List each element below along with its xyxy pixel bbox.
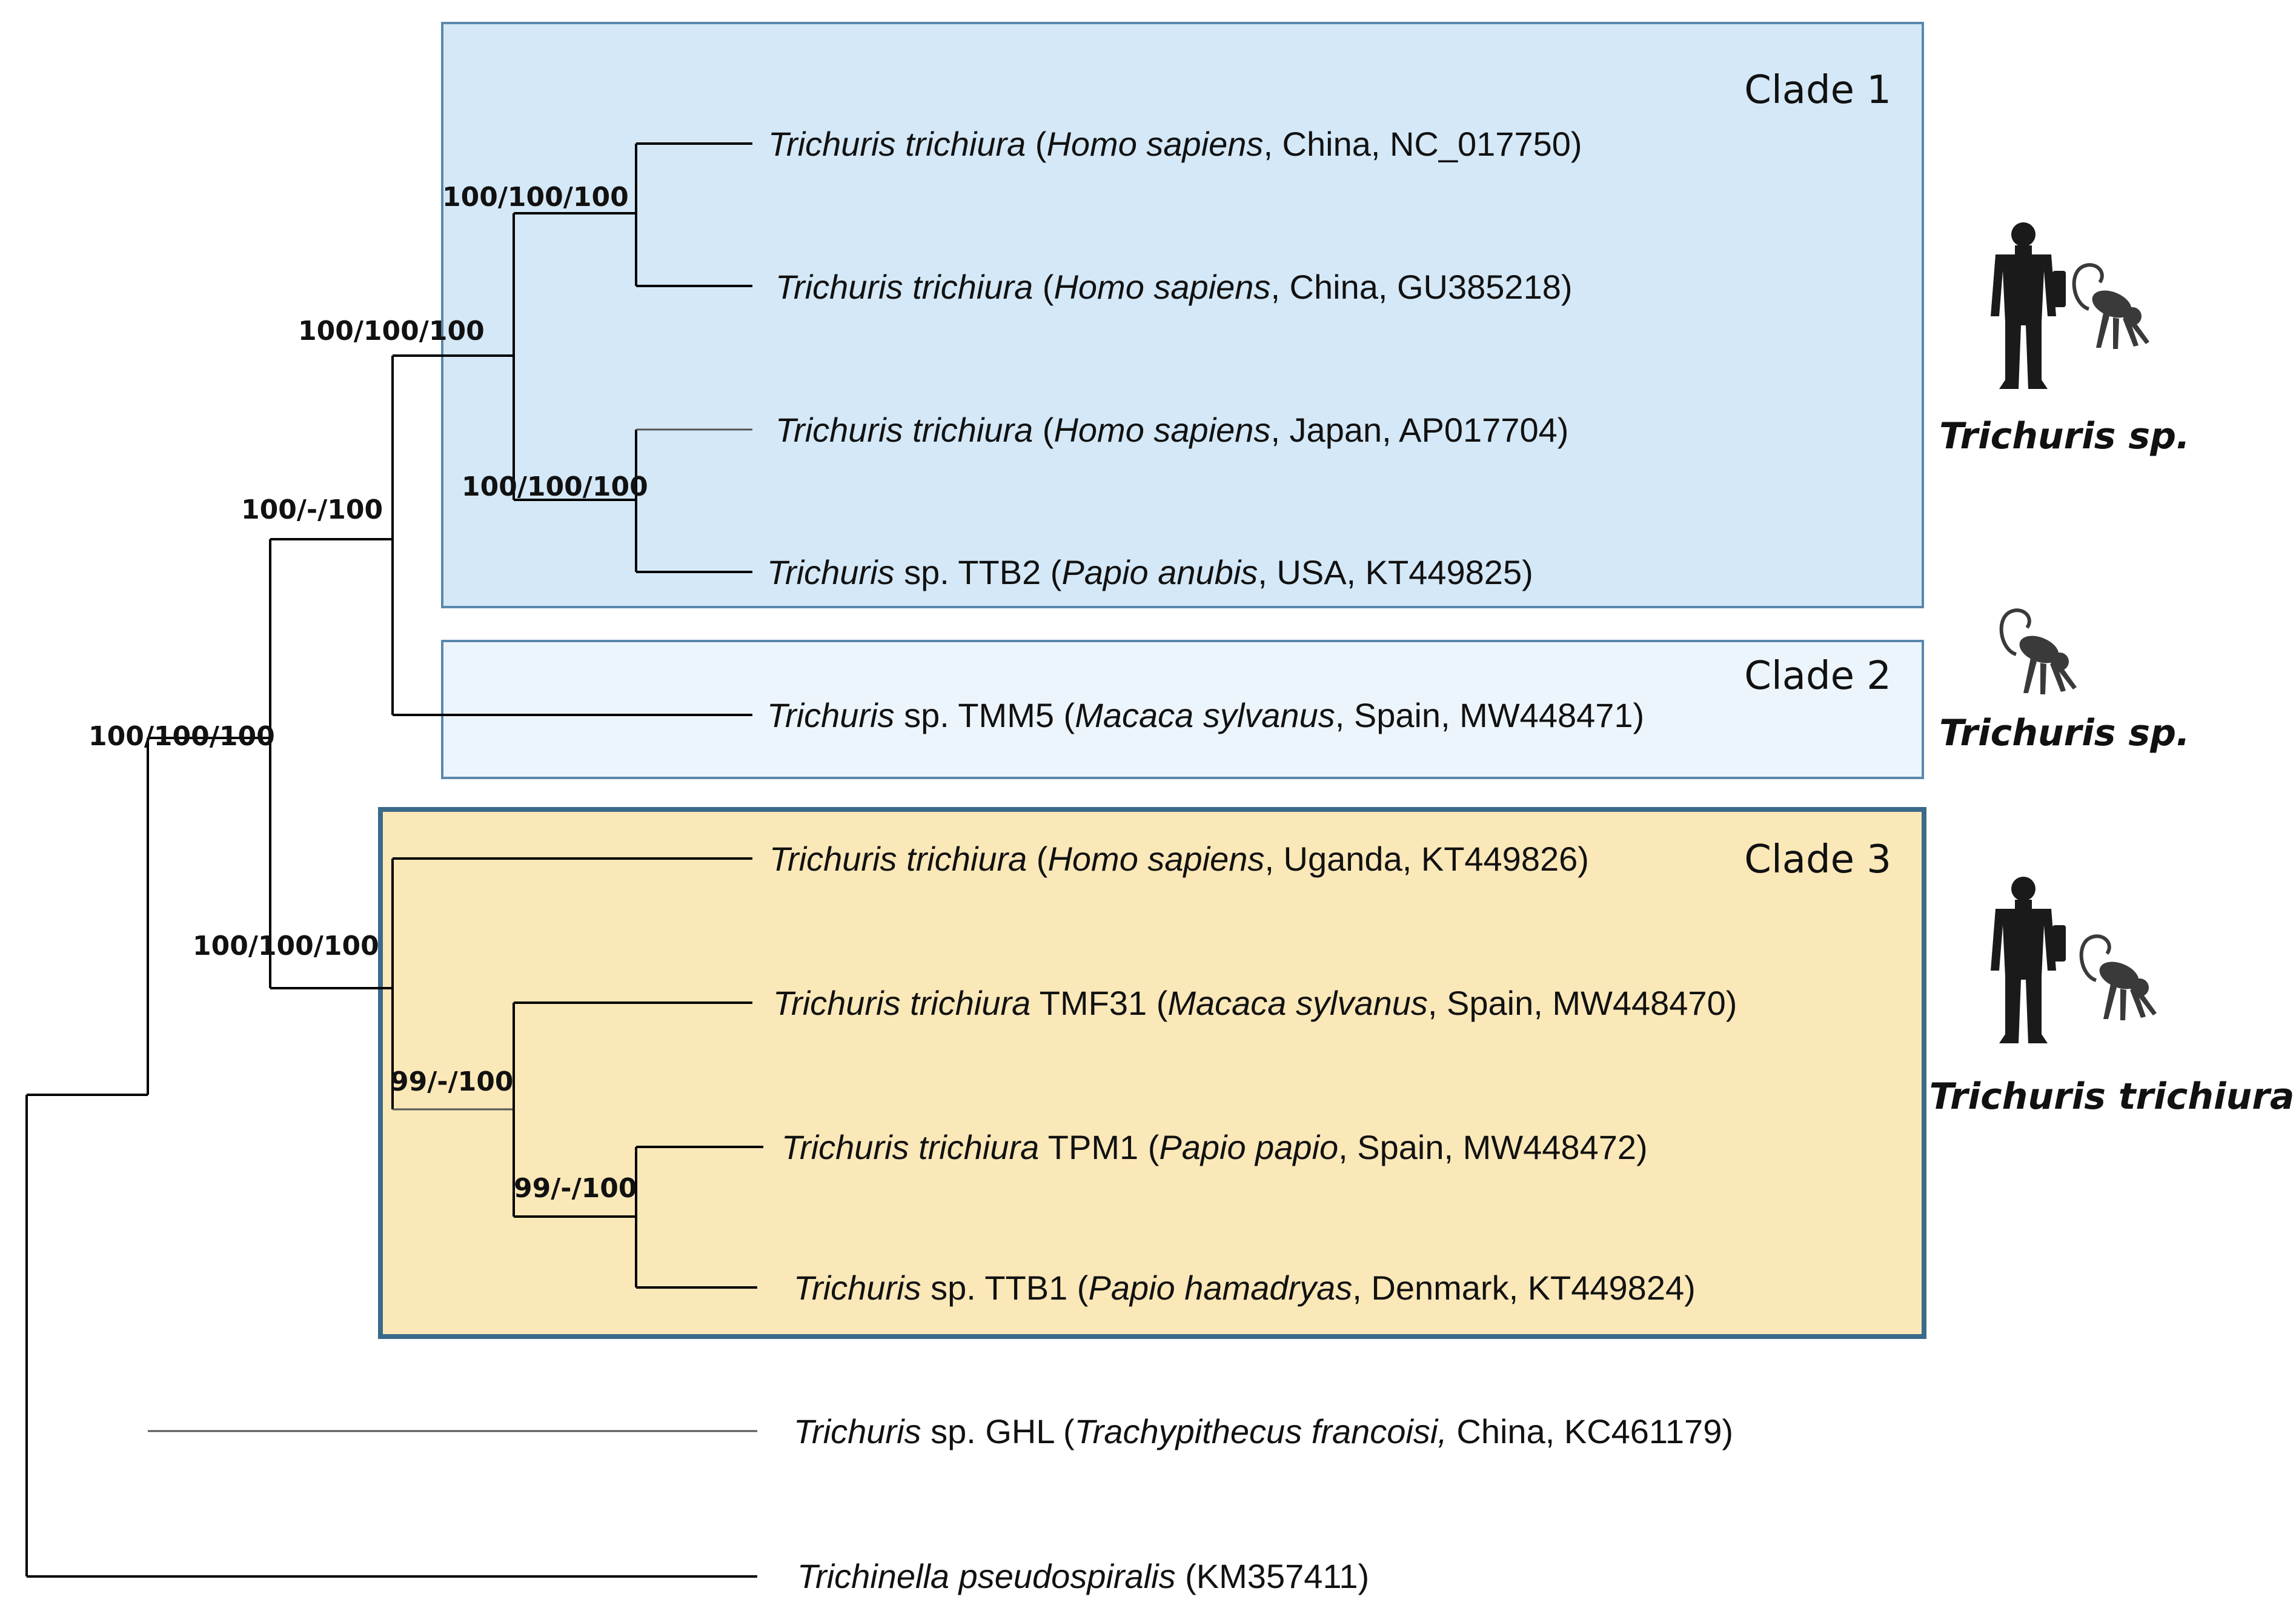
taxon-detail: China, KC461179) — [1447, 1412, 1733, 1450]
taxon-name-italic: Trichuris trichiura — [781, 1128, 1039, 1166]
taxon-detail: , China, GU385218) — [1270, 268, 1572, 306]
taxon-name-italic: Macaca sylvanus — [1167, 984, 1428, 1022]
taxon-detail: , Spain, MW448471) — [1335, 696, 1644, 734]
taxon-detail: , Spain, MW448470) — [1428, 984, 1737, 1022]
taxon-label: Trichuris trichiura (Homo sapiens, Japan… — [775, 411, 1568, 449]
support-value: 100/-/100 — [241, 494, 383, 525]
taxon-name-italic: Trichuris trichiura — [769, 840, 1027, 878]
taxon-label: Trichuris trichiura (Homo sapiens, China… — [768, 125, 1582, 163]
taxon-name-italic: Papio papio — [1159, 1128, 1338, 1166]
taxon-name-italic: Trichuris trichiura — [768, 125, 1026, 163]
taxon-detail: , Denmark, KT449824) — [1352, 1269, 1695, 1307]
support-value: 100/100/100 — [298, 316, 485, 347]
taxon-name-italic: Trachypithecus francoisi, — [1075, 1412, 1447, 1450]
clade3-group-name: Trichuris trichiura — [1929, 1075, 2295, 1118]
monkey-silhouette-icon — [2082, 936, 2157, 1020]
taxon-detail: (KM357411) — [1176, 1557, 1370, 1595]
taxon-detail: , Japan, AP017704) — [1270, 411, 1568, 449]
clade3-box — [378, 807, 1926, 1339]
taxon-label: Trichuris trichiura TPM1 (Papio papio, S… — [781, 1128, 1648, 1166]
taxon-name-italic: Papio hamadryas — [1088, 1269, 1352, 1307]
taxon-name-italic: Trichuris — [794, 1412, 921, 1450]
taxon-detail: ( — [1033, 411, 1054, 449]
tree-branches — [25, 142, 763, 1578]
support-value: 100/100/100 — [462, 471, 648, 502]
taxon-detail: , China, NC_017750) — [1263, 125, 1582, 163]
taxon-detail: sp. TTB2 ( — [895, 553, 1062, 591]
taxon-name-italic: Trichuris trichiura — [775, 268, 1033, 306]
taxon-name-italic: Trichuris — [767, 696, 895, 734]
taxon-label: Trichuris sp. GHL (Trachypithecus franco… — [794, 1412, 1733, 1450]
taxon-name-italic: Homo sapiens — [1047, 840, 1264, 878]
human-silhouette-icon — [1991, 222, 2066, 389]
taxon-detail: TPM1 ( — [1039, 1128, 1159, 1166]
taxon-label: Trichinella pseudospiralis (KM357411) — [797, 1557, 1369, 1595]
support-value: 99/-/100 — [514, 1173, 637, 1204]
taxon-name-italic: Homo sapiens — [1053, 411, 1270, 449]
taxon-detail: ( — [1026, 125, 1047, 163]
taxon-label: Trichuris sp. TTB2 (Papio anubis, USA, K… — [767, 553, 1533, 591]
support-value: 99/-/100 — [390, 1066, 513, 1097]
taxon-label: Trichuris trichiura (Homo sapiens, China… — [775, 268, 1573, 306]
taxon-name-italic: Trichuris — [794, 1269, 921, 1307]
support-value: 100/100/100 — [442, 182, 629, 213]
taxon-name-italic: Papio anubis — [1061, 553, 1258, 591]
taxon-detail: sp. TTB1 ( — [921, 1269, 1089, 1307]
clade1-title: Clade 1 — [1744, 68, 1891, 113]
taxon-label: Trichuris sp. TTB1 (Papio hamadryas, Den… — [794, 1269, 1696, 1307]
taxon-detail: ( — [1027, 840, 1048, 878]
taxon-detail: , Spain, MW448472) — [1338, 1128, 1647, 1166]
taxon-name-italic: Trichinella pseudospiralis — [797, 1557, 1176, 1595]
taxon-name-italic: Trichuris trichiura — [773, 984, 1030, 1022]
taxon-label: Trichuris sp. TMM5 (Macaca sylvanus, Spa… — [767, 696, 1644, 734]
clade1-group-name: Trichuris sp. — [1939, 415, 2190, 457]
clade2-box — [441, 640, 1924, 779]
taxon-name-italic: Trichuris — [767, 553, 895, 591]
taxon-detail: TMF31 ( — [1030, 984, 1167, 1022]
monkey-silhouette-icon — [2002, 610, 2077, 694]
clade2-title: Clade 2 — [1744, 654, 1891, 699]
taxon-detail: , USA, KT449825) — [1258, 553, 1533, 591]
clade2-group-name: Trichuris sp. — [1939, 712, 2190, 754]
support-value: 100/100/100 — [193, 931, 379, 962]
taxon-detail: sp. TMM5 ( — [895, 696, 1075, 734]
clade3-title: Clade 3 — [1744, 837, 1891, 882]
support-value: 100/100/100 — [88, 721, 275, 752]
taxon-detail: ( — [1033, 268, 1054, 306]
taxon-name-italic: Homo sapiens — [1053, 268, 1270, 306]
taxon-name-italic: Macaca sylvanus — [1075, 696, 1335, 734]
taxon-label: Trichuris trichiura TMF31 (Macaca sylvan… — [773, 984, 1737, 1022]
human-silhouette-icon — [1991, 877, 2066, 1043]
taxon-name-italic: Homo sapiens — [1046, 125, 1263, 163]
taxon-detail: sp. GHL ( — [921, 1412, 1075, 1450]
taxon-labels: Trichuris trichiura (Homo sapiens, China… — [767, 125, 1737, 1595]
taxon-detail: , Uganda, KT449826) — [1264, 840, 1588, 878]
monkey-silhouette-icon — [2074, 265, 2149, 349]
clade1-box — [441, 22, 1924, 608]
taxon-label: Trichuris trichiura (Homo sapiens, Ugand… — [769, 840, 1589, 878]
taxon-name-italic: Trichuris trichiura — [775, 411, 1033, 449]
